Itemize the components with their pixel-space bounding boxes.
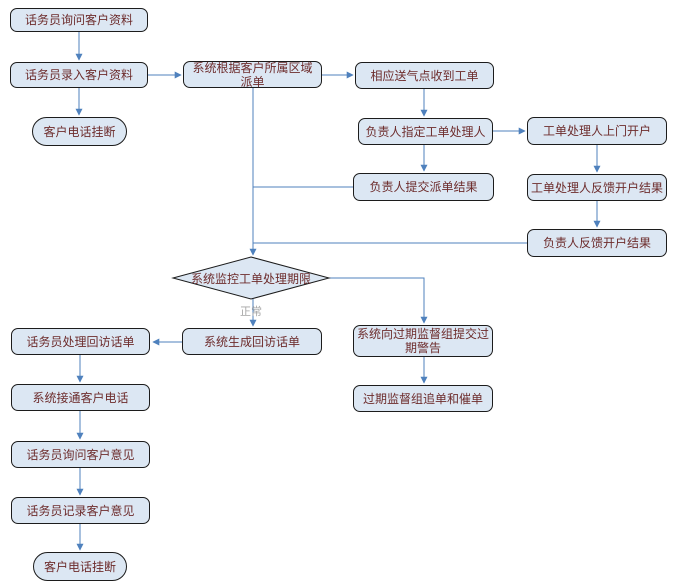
node-agent-ask-opinion: 话务员询问客户意见 xyxy=(11,441,150,468)
node-system-generate-callback: 系统生成回访话单 xyxy=(182,328,322,355)
node-handler-onsite-open-account: 工单处理人上门开户 xyxy=(527,117,667,145)
node-leader-submit-dispatch-result: 负责人提交派单结果 xyxy=(353,173,494,201)
node-system-monitor-deadline: 系统监控工单处理期限 xyxy=(190,271,311,286)
node-agent-handle-callback: 话务员处理回访话单 xyxy=(11,328,150,355)
node-overdue-group-chase: 过期监督组追单和催单 xyxy=(353,385,493,412)
node-customer-hangup-bottom: 客户电话挂断 xyxy=(33,552,127,581)
edge-decision-to-overdue xyxy=(329,277,428,324)
node-agent-ask-customer-info: 话务员询问客户资料 xyxy=(10,8,148,32)
decision-diamond-shape xyxy=(171,256,331,300)
node-leader-assign-handler: 负责人指定工单处理人 xyxy=(358,118,493,145)
node-gas-station-receive-order: 相应送气点收到工单 xyxy=(355,62,494,89)
node-agent-enter-customer-info: 话务员录入客户资料 xyxy=(10,62,148,88)
node-system-submit-overdue-warning: 系统向过期监督组提交过期警告 xyxy=(353,325,493,357)
node-system-dispatch-by-region: 系统根据客户所属区域派单 xyxy=(183,61,322,89)
branch-label-normal: 正常 xyxy=(240,305,262,318)
node-system-connect-customer: 系统接通客户电话 xyxy=(11,384,150,411)
node-agent-record-opinion: 话务员记录客户意见 xyxy=(11,497,150,524)
node-customer-hangup-top: 客户电话挂断 xyxy=(32,117,127,146)
node-handler-feedback-result: 工单处理人反馈开户结果 xyxy=(527,174,667,201)
node-leader-feedback-result: 负责人反馈开户结果 xyxy=(527,229,667,257)
